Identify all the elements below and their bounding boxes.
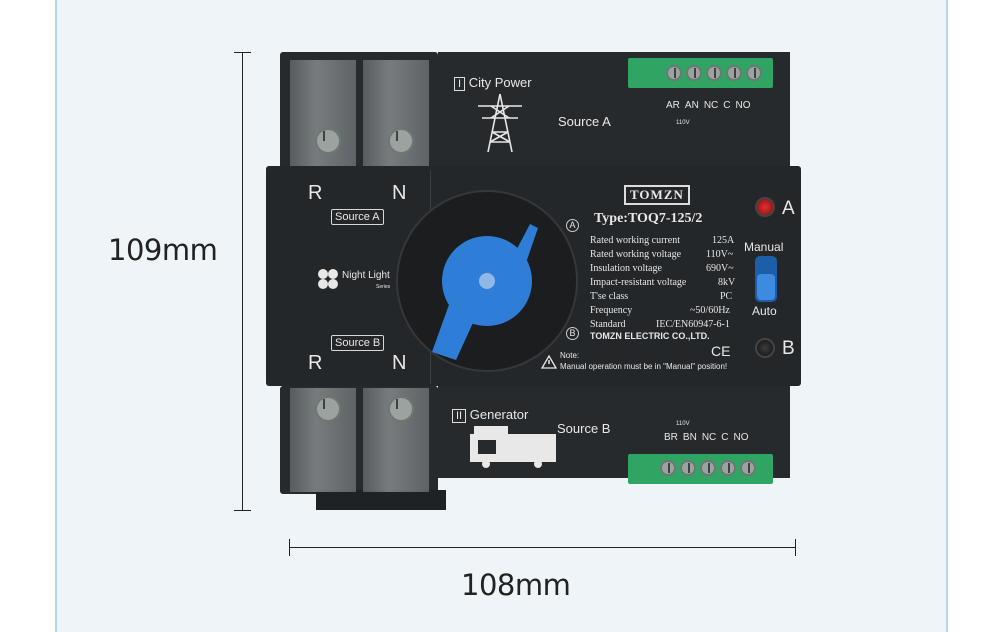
screw-icon	[680, 460, 696, 476]
brand-logo: TOMZN	[624, 185, 690, 205]
height-label: 109mm	[108, 233, 218, 267]
mark-one: I	[454, 77, 466, 91]
source-b-label: Source B	[557, 421, 611, 436]
r-label-top: R	[308, 182, 323, 204]
terminal-labels-top: AR AN NC C NO	[666, 100, 751, 111]
dial-position-b: B	[566, 327, 579, 340]
screw-icon	[740, 460, 756, 476]
generator-icon	[470, 426, 556, 468]
led-a-label: A	[782, 198, 795, 219]
clear-cover-right-top	[363, 60, 429, 172]
led-b-label: B	[782, 338, 795, 359]
bottom-title: II Generator	[452, 407, 528, 423]
auto-label: Auto	[752, 304, 777, 318]
mode-switch[interactable]	[755, 256, 777, 302]
n-label-bottom: N	[392, 352, 407, 374]
n-label-top: N	[392, 182, 407, 204]
width-label: 108mm	[461, 568, 571, 602]
screw-icon	[315, 396, 341, 422]
model-type: Type:TOQ7-125/2	[594, 211, 703, 226]
note-title: Note:	[560, 351, 580, 360]
height-dimension-line	[234, 52, 251, 511]
screw-icon	[388, 128, 414, 154]
screw-icon	[660, 460, 676, 476]
voltage-label-bottom: 110V	[676, 421, 690, 427]
led-a-indicator	[755, 197, 775, 217]
mode-switch-knob[interactable]	[757, 274, 775, 300]
warning-icon	[541, 355, 557, 369]
manual-label: Manual	[744, 240, 784, 254]
series-sub: Series	[376, 284, 391, 290]
screw-icon	[700, 460, 716, 476]
power-tower-icon	[478, 93, 522, 153]
mark-two: II	[452, 409, 467, 423]
screw-icon	[666, 65, 682, 81]
screw-icon	[706, 65, 722, 81]
series-name: Night Light	[342, 270, 390, 281]
screw-icon	[726, 65, 742, 81]
din-clip	[316, 490, 446, 510]
width-dimension-line	[289, 539, 796, 556]
terminal-labels-bottom: BR BN NC C NO	[664, 432, 749, 443]
source-a-box: Source A	[331, 209, 384, 225]
voltage-label-top: 110V	[676, 120, 690, 126]
manufacturer: TOMZN ELECTRIC CO.,LTD.	[590, 331, 710, 341]
dial-position-a: A	[566, 219, 579, 232]
source-b-box: Source B	[331, 335, 385, 351]
screw-icon	[746, 65, 762, 81]
ce-mark: CE	[711, 343, 731, 359]
screw-icon	[315, 128, 341, 154]
note-text: Manual operation must be in "Manual" pos…	[560, 362, 728, 371]
top-title: I City Power	[454, 75, 532, 91]
source-a-label: Source A	[558, 114, 611, 129]
screw-icon	[720, 460, 736, 476]
rotary-handle[interactable]	[400, 194, 574, 368]
clear-cover-left-top	[290, 60, 356, 172]
led-b-indicator	[755, 338, 775, 358]
night-light-logo-icon	[318, 269, 338, 289]
screw-icon	[686, 65, 702, 81]
screw-icon	[388, 396, 414, 422]
r-label-bottom: R	[308, 352, 323, 374]
